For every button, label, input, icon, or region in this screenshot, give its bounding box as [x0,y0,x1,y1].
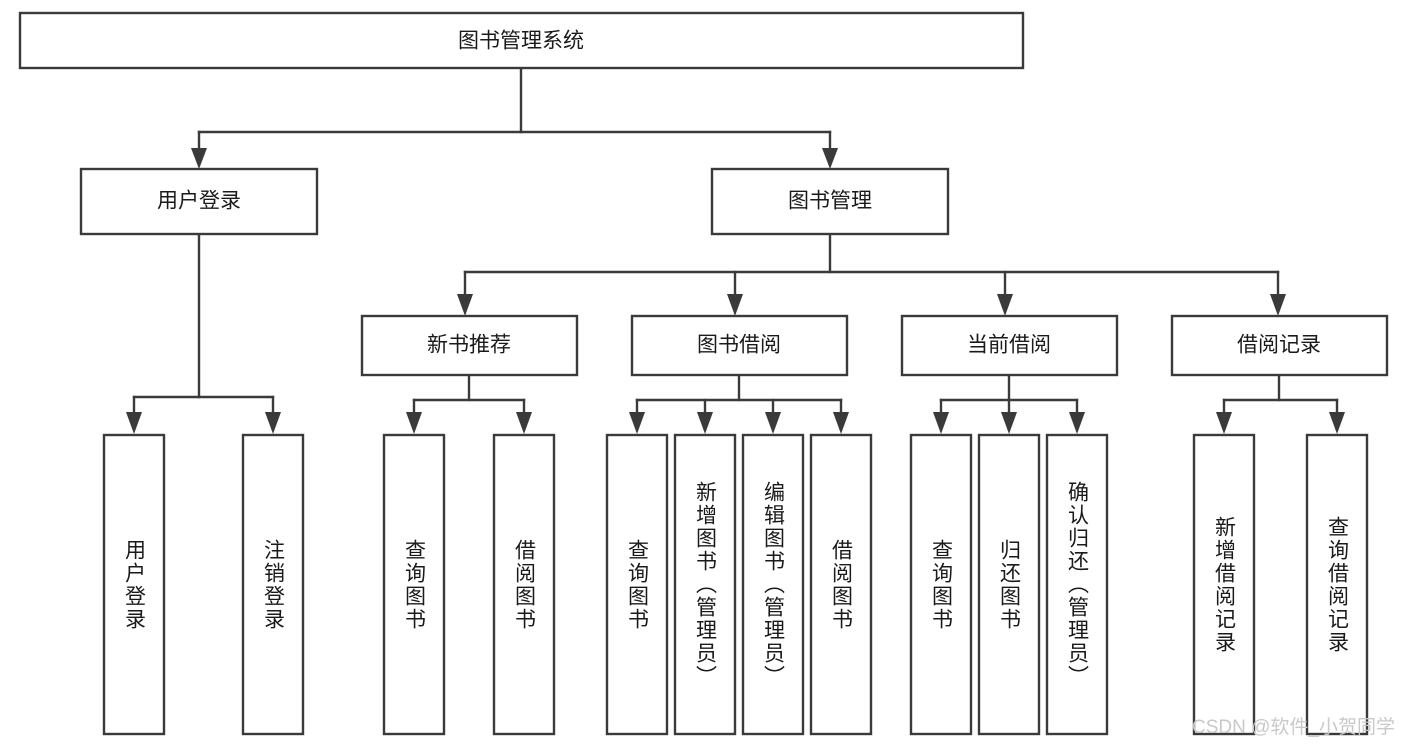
leaf-current-2-label: 归还图书 [997,538,1021,631]
leaf-current-3-box[interactable] [1045,433,1109,736]
node-current-borrow-label: 当前借阅 [967,334,1051,357]
arrow-to-borrow-leaf-1 [629,412,645,434]
node-root[interactable]: 图书管理系统 [18,11,1025,70]
node-current-borrow-box[interactable] [900,314,1119,377]
leaf-borrow-1-box[interactable] [605,433,669,736]
leaf-record-2-box[interactable] [1305,433,1369,736]
leaf-user-login-2[interactable]: 注销登录 [241,433,305,736]
arrow-to-recommend-leaf-2 [516,412,532,434]
leaf-borrow-1[interactable]: 查询图书 [605,433,669,736]
node-book-borrow[interactable]: 图书借阅 [630,314,849,377]
leaf-current-1[interactable]: 查询图书 [909,433,973,736]
leaf-user-login-2-label: 注销登录 [261,538,285,631]
leaf-record-2[interactable]: 查询借阅记录 [1305,433,1369,736]
node-borrow-record-label: 借阅记录 [1237,334,1321,357]
leaf-recommend-2-label: 借阅图书 [512,538,536,631]
leaf-current-2[interactable]: 归还图书 [977,433,1041,736]
arrow-to-leaf-logout [265,412,281,434]
leaf-borrow-3-box[interactable] [741,433,805,736]
arrow-to-book-borrow [727,294,743,316]
leaf-user-login-2-box[interactable] [241,433,305,736]
arrow-to-borrow-leaf-2 [697,412,713,434]
leaf-borrow-2-label: 新增图书（管理员） [693,481,717,688]
arrow-to-book-manage [822,148,838,169]
leaf-current-3[interactable]: 确认归还（管理员） [1045,433,1109,736]
node-borrow-record[interactable]: 借阅记录 [1170,314,1389,377]
arrow-to-current-borrow [997,294,1013,316]
arrow-to-borrow-leaf-4 [833,412,849,434]
leaf-user-login-1-box[interactable] [102,433,166,736]
node-book-manage-box[interactable] [710,167,950,236]
leaf-recommend-1[interactable]: 查询图书 [382,433,446,736]
arrow-to-borrow-record [1270,294,1286,316]
arrow-to-borrow-leaf-3 [765,412,781,434]
node-current-borrow[interactable]: 当前借阅 [900,314,1119,377]
arrow-to-leaf-user-login [126,412,142,434]
leaf-borrow-3[interactable]: 编辑图书（管理员） [741,433,805,736]
node-book-borrow-box[interactable] [630,314,849,377]
node-root-label: 图书管理系统 [458,30,584,53]
node-user-login[interactable]: 用户登录 [79,167,319,236]
leaf-current-3-label: 确认归还（管理员） [1065,481,1089,688]
node-user-login-label: 用户登录 [157,190,241,213]
node-borrow-record-box[interactable] [1170,314,1389,377]
node-new-book-recommend-label: 新书推荐 [427,334,511,357]
leaf-record-1-box[interactable] [1192,433,1256,736]
leaf-current-1-box[interactable] [909,433,973,736]
leaf-record-2-label: 查询借阅记录 [1325,515,1349,654]
node-book-borrow-label: 图书借阅 [697,334,781,357]
leaf-recommend-2-box[interactable] [492,433,556,736]
csdn-watermark: CSDN @软件_小贺同学 [1192,717,1395,738]
leaf-recommend-1-box[interactable] [382,433,446,736]
node-user-login-box[interactable] [79,167,319,236]
leaf-borrow-1-label: 查询图书 [625,538,649,631]
arrow-to-current-leaf-3 [1069,412,1085,434]
leaf-record-1[interactable]: 新增借阅记录 [1192,433,1256,736]
leaf-current-1-label: 查询图书 [929,538,953,631]
leaf-record-1-label: 新增借阅记录 [1212,515,1236,654]
leaf-current-2-box[interactable] [977,433,1041,736]
arrow-to-recommend-leaf-1 [406,412,422,434]
leaf-borrow-4-box[interactable] [809,433,873,736]
leaf-borrow-4-label: 借阅图书 [829,538,853,631]
arrow-to-new-book-recommend [457,294,473,316]
arrow-to-record-leaf-2 [1329,412,1345,434]
node-new-book-recommend[interactable]: 新书推荐 [360,314,579,377]
node-book-manage-label: 图书管理 [788,190,872,213]
arrow-to-current-leaf-2 [1001,412,1017,434]
arrow-to-record-leaf-1 [1216,412,1232,434]
leaf-user-login-1[interactable]: 用户登录 [102,433,166,736]
leaf-borrow-2[interactable]: 新增图书（管理员） [673,433,737,736]
node-new-book-recommend-box[interactable] [360,314,579,377]
leaf-borrow-4[interactable]: 借阅图书 [809,433,873,736]
arrow-to-current-leaf-1 [933,412,949,434]
node-root-box[interactable] [18,11,1025,70]
node-book-manage[interactable]: 图书管理 [710,167,950,236]
leaf-recommend-2[interactable]: 借阅图书 [492,433,556,736]
arrow-to-user-login [191,148,207,169]
leaf-user-login-1-label: 用户登录 [122,538,146,631]
leaf-borrow-3-label: 编辑图书（管理员） [761,481,785,688]
edges-layer [126,66,1345,434]
leaf-borrow-2-box[interactable] [673,433,737,736]
leaf-recommend-1-label: 查询图书 [402,538,426,631]
